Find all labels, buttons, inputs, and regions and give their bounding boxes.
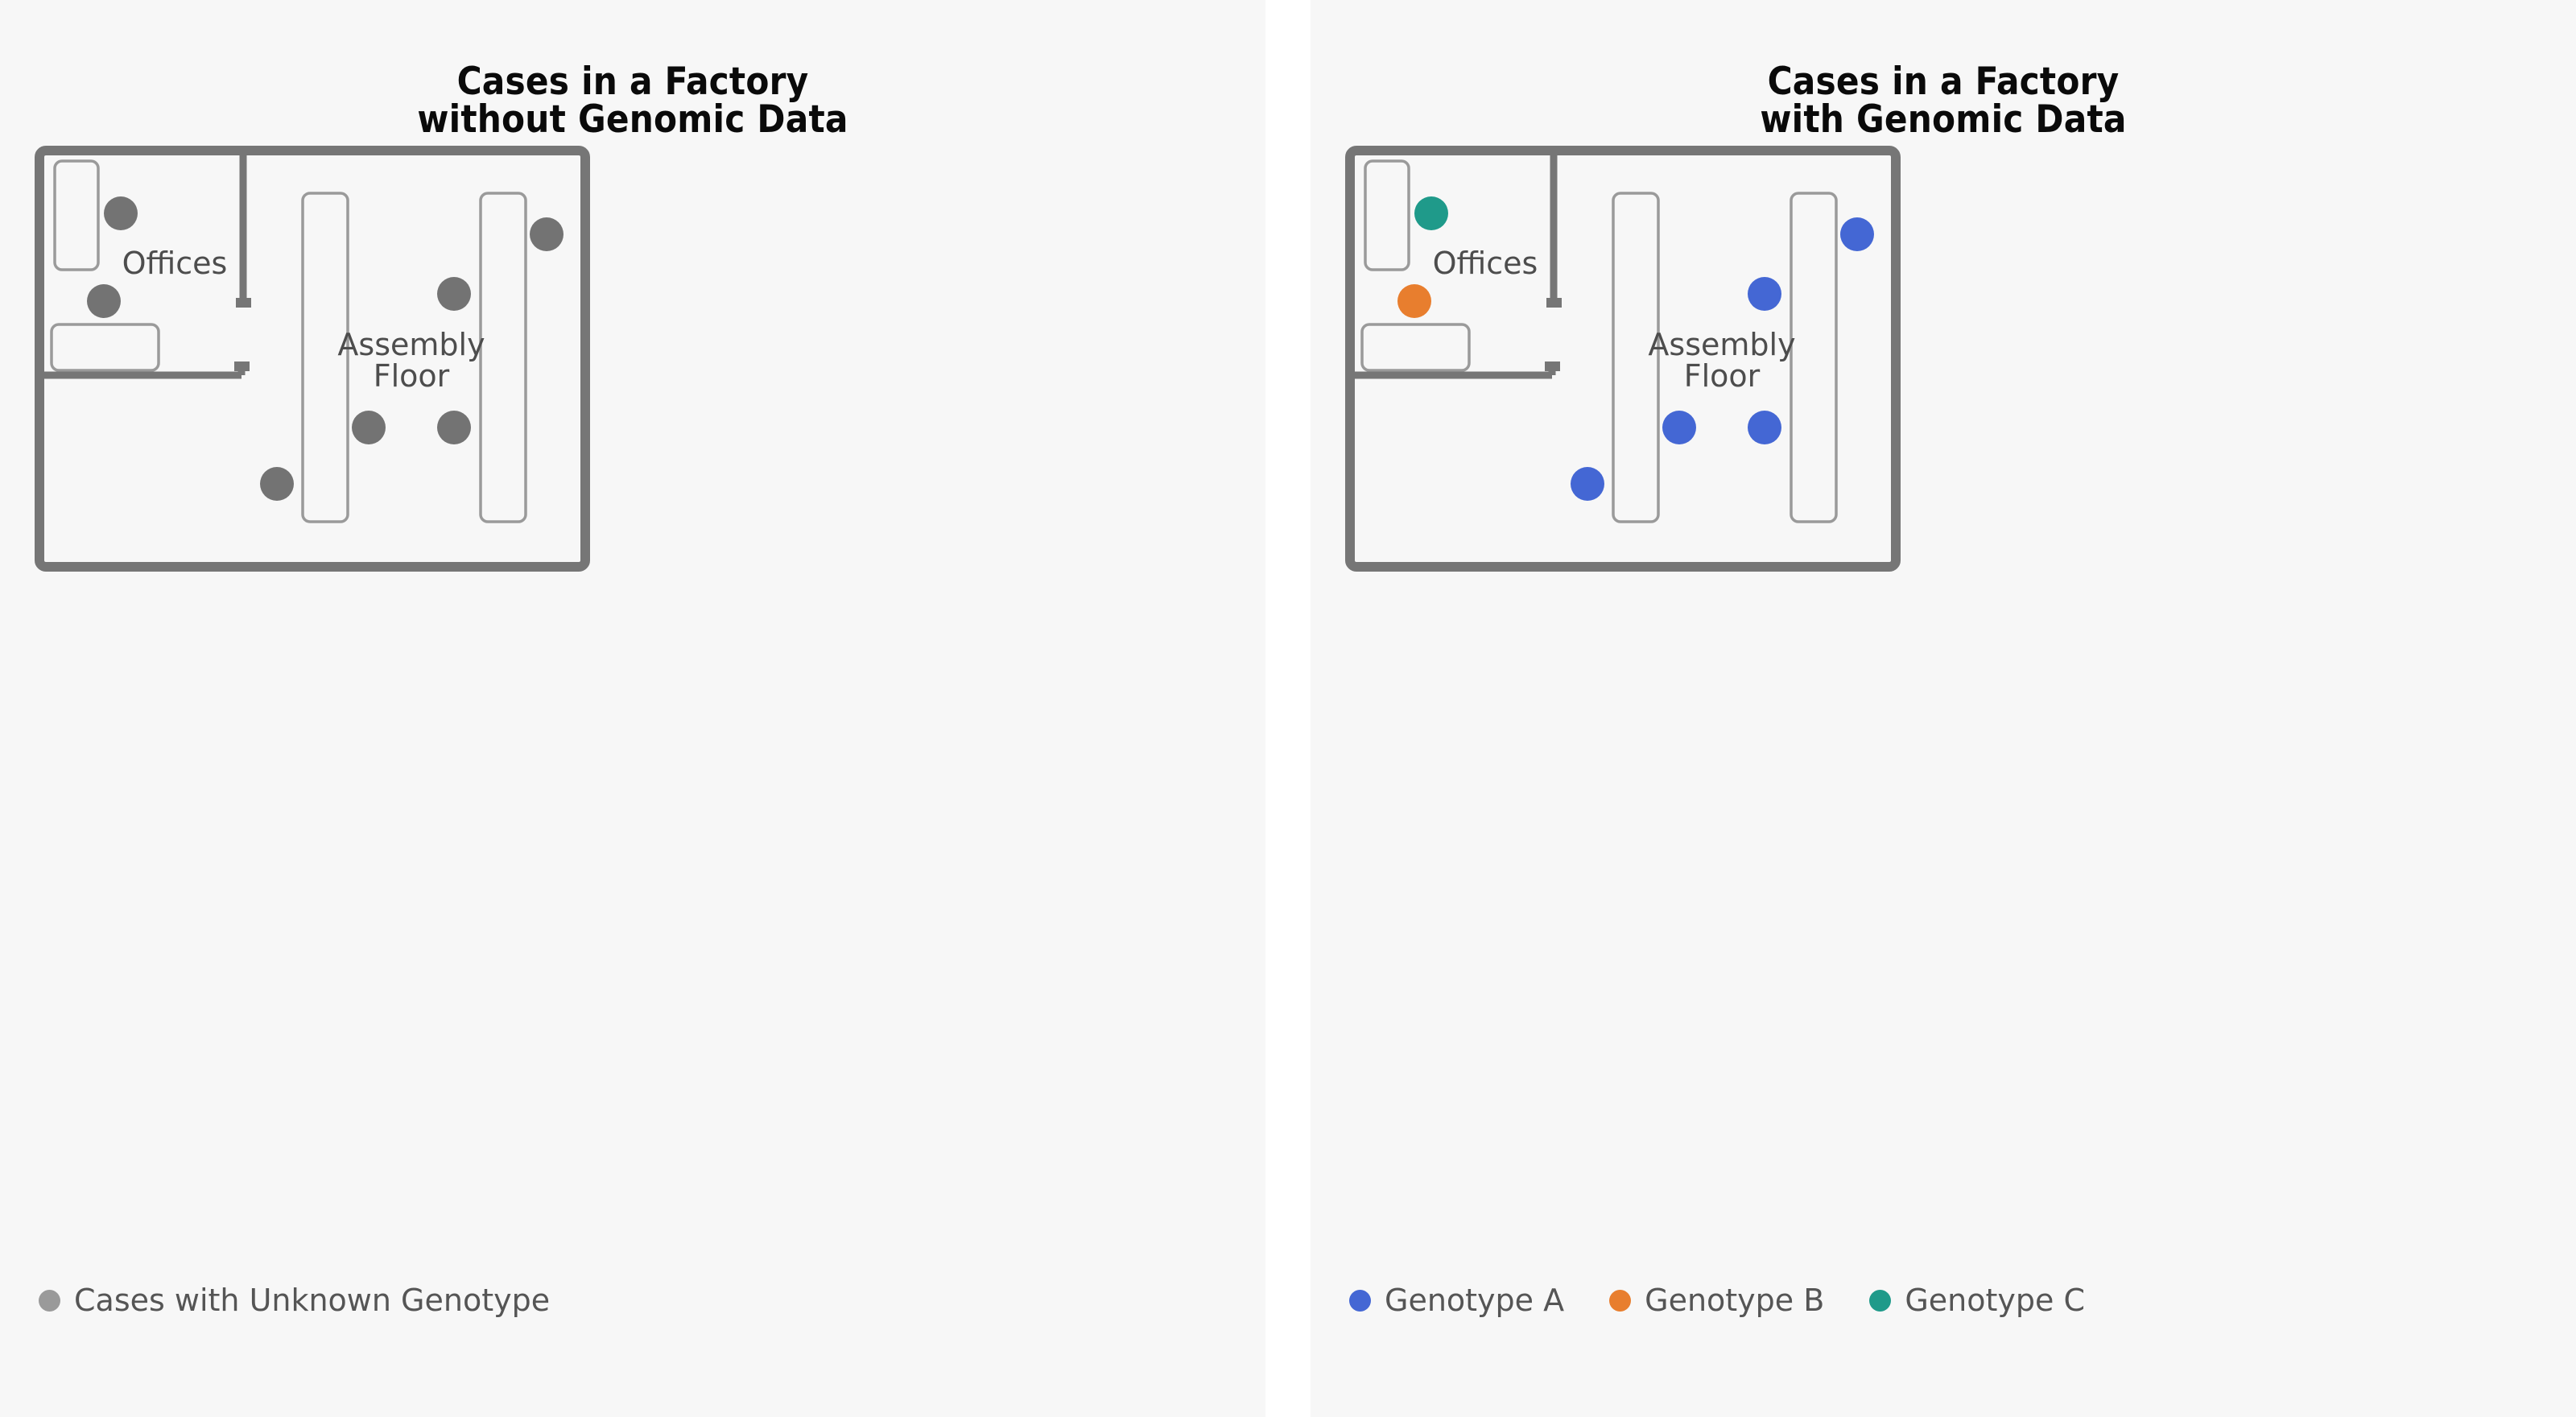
legend-label: Genotype C (1905, 1283, 2085, 1318)
legend-item-genotype-a: Genotype A (1349, 1285, 1564, 1316)
machine-block-office-tall (53, 159, 100, 271)
legend-without-genomic-data: Cases with Unknown Genotype (0, 1264, 1265, 1336)
legend-swatch-icon (1349, 1289, 1371, 1312)
case-dot (87, 284, 121, 318)
outer-wall (1345, 146, 1901, 572)
case-dot (1397, 284, 1431, 318)
wall-cap-vertical-partition (236, 298, 251, 308)
case-dot (437, 411, 471, 444)
case-dot (260, 467, 294, 501)
wall-cap-horizontal-partition (234, 361, 250, 371)
room-label-offices: Offices (1433, 246, 1538, 281)
case-dots (1397, 196, 1874, 501)
legend-label: Cases with Unknown Genotype (74, 1283, 551, 1318)
legend-label: Genotype A (1385, 1283, 1565, 1318)
legend-item-unknown-genotype: Cases with Unknown Genotype (39, 1285, 550, 1316)
room-label-assembly-line1: Assembly (1648, 327, 1795, 362)
outer-wall (35, 146, 590, 572)
legend-label: Genotype B (1645, 1283, 1825, 1318)
case-dots (87, 196, 564, 501)
case-dot (1414, 196, 1448, 230)
machine-block-office-wide (1360, 323, 1471, 372)
inner-walls (1350, 151, 1562, 379)
machine-block-assembly-right (1790, 192, 1838, 523)
case-dot (1840, 217, 1874, 251)
legend-with-genomic-data: Genotype A Genotype B Genotype C (1311, 1264, 2576, 1336)
room-label-offices: Offices (122, 246, 228, 281)
legend-swatch-icon (1609, 1289, 1632, 1312)
wall-cap-horizontal-partition (1545, 361, 1560, 371)
legend-swatch-icon (1869, 1289, 1892, 1312)
case-dot (437, 277, 471, 311)
room-label-assembly-line2: Floor (374, 358, 450, 394)
machine-blocks (1360, 159, 1838, 523)
floorplan-with-genomic-data: Offices Assembly Floor (1311, 0, 2576, 1417)
machine-block-assembly-left (301, 192, 349, 523)
case-dot (1748, 411, 1781, 444)
case-dot (1748, 277, 1781, 311)
case-dot (1662, 411, 1696, 444)
machine-block-assembly-right (479, 192, 527, 523)
machine-block-office-tall (1364, 159, 1410, 271)
floorplan-without-genomic-data: Offices Assembly Floor (0, 0, 1265, 1417)
legend-item-genotype-c: Genotype C (1869, 1285, 2085, 1316)
panel-divider (1265, 0, 1311, 1417)
wall-cap-vertical-partition (1546, 298, 1562, 308)
case-dot (352, 411, 386, 444)
legend-swatch-icon (39, 1289, 60, 1312)
machine-blocks (50, 159, 527, 523)
room-label-assembly-line2: Floor (1684, 358, 1761, 394)
room-label-assembly-line1: Assembly (337, 327, 485, 362)
machine-block-office-wide (50, 323, 160, 372)
legend-item-genotype-b: Genotype B (1609, 1285, 1824, 1316)
case-dot (104, 196, 138, 230)
machine-block-assembly-left (1612, 192, 1660, 523)
case-dot (530, 217, 564, 251)
inner-walls (39, 151, 251, 379)
case-dot (1571, 467, 1604, 501)
